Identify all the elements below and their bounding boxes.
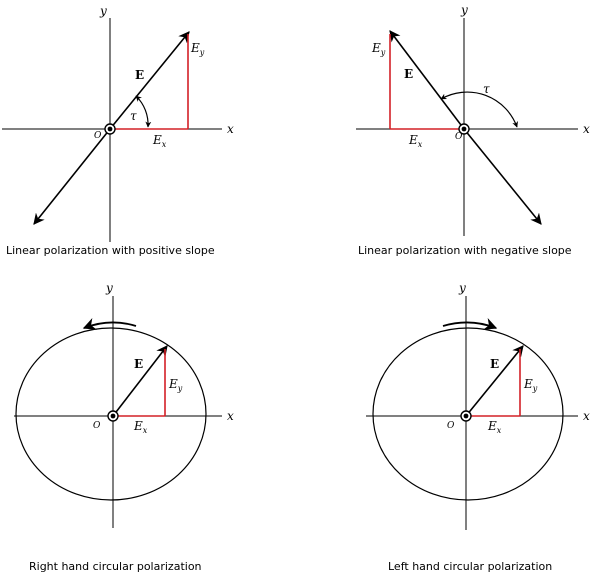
y-axis-label: y — [99, 4, 107, 18]
ex-label: Ex — [152, 133, 167, 149]
origin-label: O — [94, 131, 102, 141]
e-vector-down — [463, 128, 542, 225]
e-vector-down — [33, 128, 111, 225]
x-axis-label: x — [227, 409, 234, 423]
y-axis-label: y — [105, 281, 113, 295]
tau-label: τ — [130, 109, 137, 123]
panel-linear-positive: x y τ O E Ex Ey Linear polarization with… — [2, 4, 234, 257]
x-axis-label: x — [583, 409, 590, 423]
ey-label: Ey — [168, 377, 183, 393]
origin-marker-inner — [461, 126, 467, 132]
e-vector — [112, 345, 168, 417]
tau-arc — [135, 95, 152, 128]
origin-label: O — [455, 132, 463, 142]
e-vector-label: E — [135, 68, 144, 82]
panel-left-circular: x y O E Ex Ey Left hand circular polariz… — [366, 281, 590, 573]
e-vector-label: E — [134, 357, 143, 371]
ex-label: Ex — [133, 419, 148, 435]
x-axis-label: x — [583, 122, 590, 136]
e-vector-up — [389, 30, 465, 130]
rotation-arrow — [442, 318, 498, 330]
origin-marker-inner — [110, 413, 116, 419]
ey-label: Ey — [523, 377, 538, 393]
origin-label: O — [447, 421, 455, 431]
caption: Linear polarization with positive slope — [6, 244, 215, 257]
e-vector-up — [109, 31, 190, 130]
caption: Left hand circular polarization — [388, 560, 552, 573]
rotation-arrow — [82, 318, 137, 330]
e-vector-label: E — [490, 357, 499, 371]
origin-label: O — [93, 421, 101, 431]
ey-label: Ey — [190, 41, 205, 57]
origin-marker-inner — [107, 126, 113, 132]
x-axis-label: x — [227, 122, 234, 136]
y-axis-label: y — [458, 281, 466, 295]
tau-arc — [440, 91, 518, 128]
e-vector-label: E — [404, 67, 413, 81]
y-axis-label: y — [460, 3, 468, 17]
tau-label: τ — [483, 82, 490, 96]
panel-right-circular: x y O E Ex Ey Right hand circular polari… — [14, 281, 234, 573]
caption: Right hand circular polarization — [29, 560, 202, 573]
ex-label: Ex — [408, 133, 423, 149]
polarization-circle — [372, 327, 564, 501]
panel-linear-negative: x y τ O E Ex Ey Linear polarization with… — [356, 3, 590, 257]
ey-label: Ey — [371, 41, 386, 57]
caption: Linear polarization with negative slope — [358, 244, 572, 257]
polarization-circle — [15, 327, 207, 501]
ex-label: Ex — [487, 419, 502, 435]
e-vector — [465, 345, 524, 417]
origin-marker-inner — [463, 413, 469, 419]
